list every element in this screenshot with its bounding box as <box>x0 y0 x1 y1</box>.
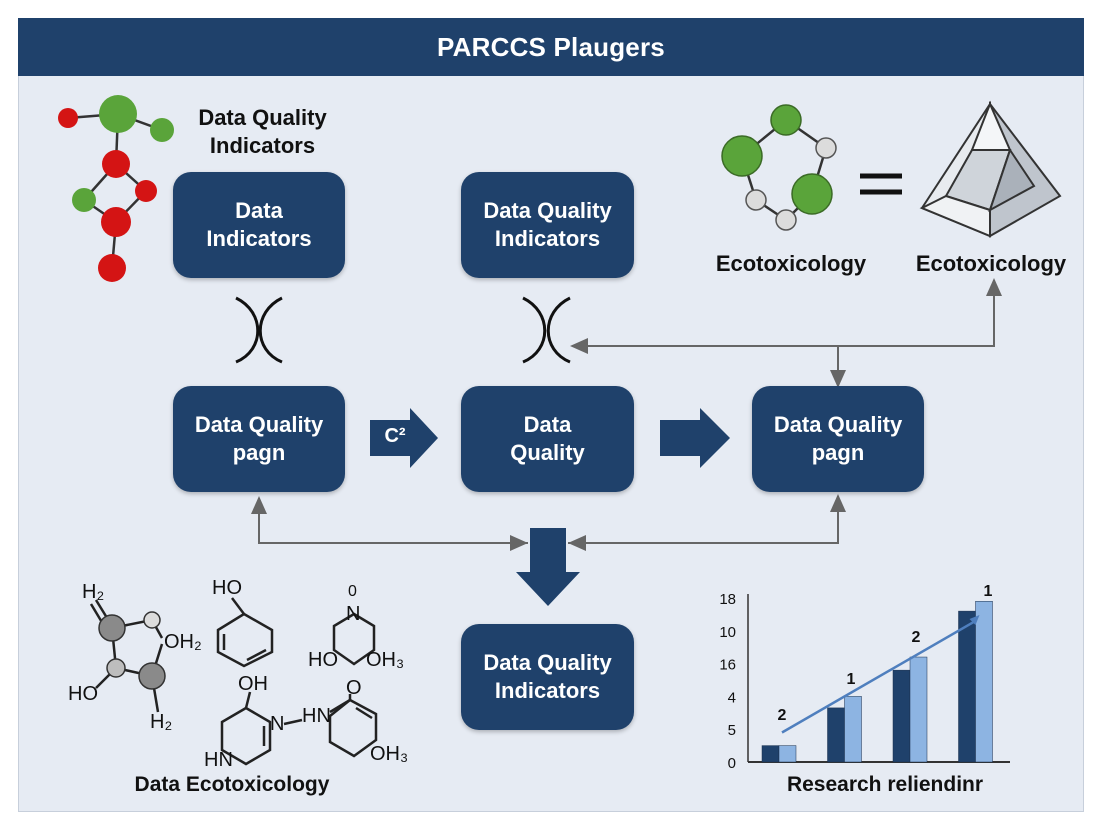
atom-label: N <box>270 713 284 735</box>
y-tick-label: 0 <box>728 755 736 772</box>
atom-label: HO <box>68 683 98 705</box>
atom-green-icon <box>99 95 137 133</box>
trend-annotation: 1 <box>984 583 993 600</box>
trend-arrowhead <box>969 614 980 625</box>
y-tick-label: 10 <box>719 624 736 641</box>
bar-s2-g3 <box>909 656 928 763</box>
atom-label: N <box>346 603 360 625</box>
structure-one: H₂ OH₂ HO H₂ <box>68 581 202 733</box>
box-label: Data Quality pagn <box>194 412 324 465</box>
box-data-quality-pagn-left: Data Quality pagn <box>173 386 345 492</box>
bar-s2-g2 <box>844 696 862 763</box>
box-data-quality-indicators-bottom: Data Quality Indicators <box>461 624 634 730</box>
box-data-indicators: Data Indicators <box>173 172 345 278</box>
box-label: Data Indicators <box>206 198 312 251</box>
atom-label: HN <box>302 705 331 727</box>
structure-four: OH N HN HN O OH₃ <box>204 673 408 771</box>
box-label: Data Quality Indicators <box>483 650 612 703</box>
flow-arrow-right <box>660 408 730 468</box>
box-data-quality-indicators-top: Data Quality Indicators <box>461 172 634 278</box>
atom-label: H₂ <box>82 581 104 603</box>
atom-label: OH <box>238 673 268 695</box>
atom-label: HO <box>308 649 338 671</box>
atom-label: O <box>346 677 362 699</box>
box-label: Data Quality pagn <box>773 412 903 465</box>
ring-molecule-icon <box>721 104 837 231</box>
flow-arrow-down <box>516 528 580 606</box>
atom-label: 0 <box>348 583 357 600</box>
equals-icon <box>860 173 902 195</box>
chart-x-axis-label: Research reliendinr <box>786 773 984 796</box>
atom-label: HO <box>212 577 242 599</box>
atom-red-icon <box>102 150 130 178</box>
atom-label: HN <box>204 749 233 771</box>
y-tick-label: 18 <box>719 591 736 608</box>
trend-line <box>781 619 977 734</box>
diagram-title: PARCCS Plaugers <box>18 18 1084 76</box>
box-data-quality-pagn-right: Data Quality pagn <box>752 386 924 492</box>
bar-s2-g1 <box>778 745 797 763</box>
top-left-label: Data Quality Indicators <box>198 105 327 158</box>
trend-annotation: 2 <box>778 707 787 724</box>
atom-label: OH₃ <box>366 649 404 671</box>
box-data-quality-center: Data Quality <box>461 386 634 492</box>
atom-red-icon <box>135 180 157 202</box>
structure-three: 0 N HO OH₃ <box>308 583 404 671</box>
bar-s2-g4 <box>975 601 993 763</box>
flow-arrow-left <box>370 408 438 468</box>
pyramid-icon <box>919 100 1062 238</box>
bar-s1-g4 <box>958 610 976 763</box>
chemistry-caption: Data Ecotoxicology <box>134 773 330 796</box>
y-tick-label: 4 <box>728 689 736 706</box>
y-tick-label: 5 <box>728 722 736 739</box>
structure-two: HO <box>212 577 274 668</box>
atom-green-icon <box>72 188 96 212</box>
atom-red-icon <box>98 254 126 282</box>
atom-green-icon <box>150 118 174 142</box>
arrow-label: C² <box>384 425 406 447</box>
ecotoxicology-label-left: Ecotoxicology <box>715 251 867 276</box>
ecotoxicology-label-right: Ecotoxicology <box>915 251 1067 276</box>
atom-label: OH₃ <box>370 743 408 765</box>
box-label: Data Quality Indicators <box>483 198 612 251</box>
crossing-symbol-mid <box>522 296 571 364</box>
bar-s1-g3 <box>892 669 911 763</box>
atom-label: OH₂ <box>164 631 202 653</box>
bar-s1-g2 <box>827 707 845 763</box>
y-tick-label: 16 <box>719 657 736 674</box>
atom-red-icon <box>58 108 78 128</box>
box-label: Data Quality <box>510 412 585 465</box>
atom-red-icon <box>101 207 131 237</box>
trend-annotation: 2 <box>912 629 921 646</box>
trend-annotation: 1 <box>847 671 856 688</box>
atom-label: H₂ <box>150 711 172 733</box>
bar-s1-g1 <box>761 745 780 763</box>
crossing-symbol-left <box>235 296 283 364</box>
